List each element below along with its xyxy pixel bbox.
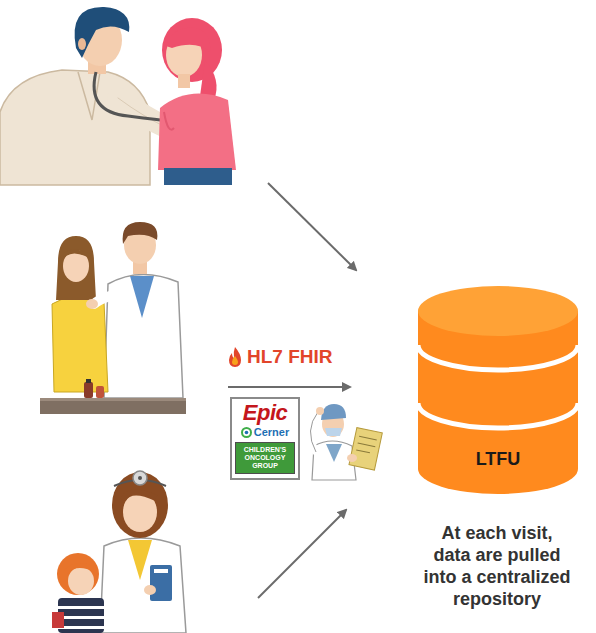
flow-arrow — [268, 183, 356, 270]
doctor-mirror-scene-part — [112, 472, 168, 538]
doctor-exam-scene-part — [164, 168, 232, 185]
doctor-mirror-scene-part — [68, 567, 94, 595]
cylinder-band-gap — [418, 403, 578, 428]
doctor-mirror-scene-part — [138, 476, 142, 480]
flame-outer — [229, 347, 241, 367]
flame-icon — [226, 346, 244, 368]
cerner-icon-dot — [244, 431, 248, 435]
puzzled-doctor-figure — [310, 404, 382, 480]
doctor-counter-scene-part — [63, 250, 89, 282]
doctor-exam-scene-part — [178, 74, 190, 88]
doctor-counter-scene-part — [123, 222, 158, 244]
ehr-logo-text: Cerner — [254, 426, 289, 439]
doctor-mirror-scene-part — [123, 492, 156, 500]
doctor-mirror-scene-part — [128, 540, 152, 580]
puzzled-doctor-figure-part — [321, 404, 346, 420]
doctor-mirror-scene-part — [57, 553, 99, 595]
cylinder-top — [418, 286, 578, 336]
doctor-exam-scene-part — [158, 94, 236, 170]
doctor-exam-scene-part — [0, 70, 150, 185]
doctor-mirror-scene-part — [154, 569, 168, 573]
doctor-counter-scene-part — [86, 379, 91, 383]
standard-logo: HL7 FHIR — [226, 346, 333, 368]
doctor-mirror-scene-part — [58, 598, 104, 633]
doctor-exam-scene-part — [75, 7, 130, 58]
doctor-mirror-scene-part — [52, 612, 64, 628]
cerner-row: Cerner — [235, 426, 295, 439]
puzzled-doctor-figure-part-part — [349, 428, 382, 471]
doctor-mirror-scene-part — [123, 492, 157, 532]
doctor-counter-scene-part — [96, 386, 104, 398]
cylinder-band-gap — [418, 345, 578, 370]
puzzled-doctor-figure-part — [310, 412, 318, 452]
flow-arrows — [228, 183, 356, 598]
doctor-mirror-scene — [52, 471, 186, 633]
doctor-exam-scene-part — [164, 112, 174, 130]
flame-inner — [232, 356, 238, 365]
puzzled-doctor-figure-part — [310, 412, 318, 452]
doctor-mirror-scene-part — [58, 606, 104, 609]
puzzled-doctor-figure-part — [349, 428, 382, 471]
doctor-counter-scene-part — [86, 299, 98, 309]
doctor-mirror-scene-part — [100, 538, 186, 633]
doctor-mirror-scene-part — [66, 565, 96, 572]
group-logo-text: CHILDREN'S ONCOLOGY GROUP — [235, 442, 295, 474]
doctor-exam-scene-part — [78, 38, 86, 50]
doctor-counter-scene-part — [56, 236, 96, 300]
puzzled-doctor-figure-part-part — [356, 436, 377, 453]
ehr-logo-text: Epic — [235, 402, 295, 424]
caption-text: At each visit, data are pulled into a ce… — [422, 522, 572, 610]
puzzled-doctor-figure-part — [312, 441, 356, 480]
database-label: LTFU — [418, 447, 578, 471]
doctor-exam-scene-part — [166, 28, 210, 52]
doctor-exam-scene — [0, 7, 236, 185]
database-cylinder: LTFU — [418, 283, 578, 497]
standard-name: HL7 FHIR — [247, 346, 333, 368]
cerner-icon — [241, 427, 252, 438]
puzzled-doctor-figure-part — [316, 407, 324, 415]
puzzled-doctor-figure-part — [325, 428, 342, 436]
cylinder-body — [418, 311, 578, 494]
doctor-counter-scene-part — [40, 398, 186, 414]
puzzled-doctor-figure-part — [347, 454, 357, 462]
doctor-counter-scene — [40, 222, 186, 414]
doctor-counter-scene-part — [130, 276, 154, 318]
doctor-counter-scene-part — [84, 382, 93, 398]
puzzled-doctor-figure-part — [326, 444, 342, 462]
doctor-counter-scene-part — [52, 295, 108, 392]
cerner-icon-ring — [242, 428, 251, 437]
flow-arrow — [258, 510, 346, 598]
doctor-mirror-scene-part — [150, 565, 172, 601]
doctor-mirror-scene-part — [58, 626, 104, 629]
ehr-logo-box: EpicCernerCHILDREN'S ONCOLOGY GROUP — [230, 397, 300, 480]
doctor-mirror-scene-part — [144, 585, 156, 595]
doctor-counter-scene-part — [40, 398, 186, 401]
flow-arrow — [228, 386, 350, 388]
doctor-mirror-scene-part — [58, 616, 104, 619]
doctor-mirror-scene-part — [133, 471, 147, 485]
doctor-counter-scene-part — [104, 274, 183, 398]
doctor-counter-scene-part — [62, 251, 90, 258]
